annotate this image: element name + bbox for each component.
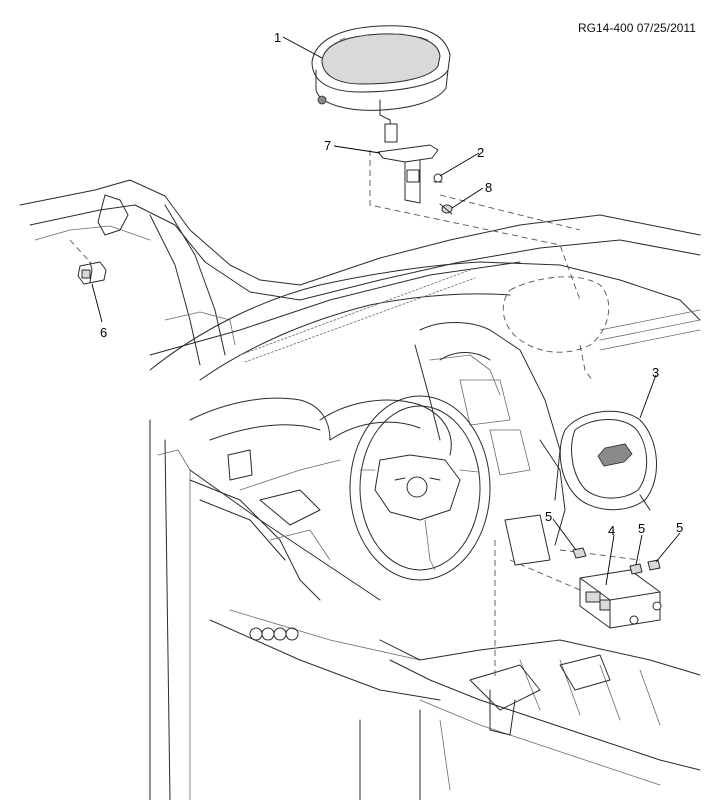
part-6-sensor xyxy=(77,261,107,285)
steering-wheel xyxy=(349,395,491,581)
callout-6: 6 xyxy=(100,325,108,340)
figure-reference: RG14-400 07/25/2011 xyxy=(578,21,696,35)
part-3-airbag xyxy=(559,410,657,511)
part-8-screw xyxy=(439,203,453,215)
vehicle-structure xyxy=(19,179,701,800)
dash-leader xyxy=(579,344,593,381)
part-4-sdm-module xyxy=(579,569,662,629)
part-5-nuts xyxy=(572,547,661,575)
part-1-cluster xyxy=(311,25,451,143)
leader-lines xyxy=(91,36,681,586)
callout-2: 2 xyxy=(477,145,485,160)
callout-8: 8 xyxy=(485,180,493,195)
passenger-airbag-outline xyxy=(502,276,610,353)
part-7-bracket xyxy=(377,144,439,204)
callout-4: 4 xyxy=(608,523,616,538)
instrument-panel xyxy=(149,261,701,601)
callout-7: 7 xyxy=(324,138,332,153)
callout-5-middle: 5 xyxy=(638,521,646,536)
callout-1: 1 xyxy=(274,30,282,45)
callout-3: 3 xyxy=(652,365,660,380)
callout-5-left: 5 xyxy=(545,509,553,524)
alignment-lines xyxy=(69,150,641,680)
callout-5-right: 5 xyxy=(676,520,684,535)
